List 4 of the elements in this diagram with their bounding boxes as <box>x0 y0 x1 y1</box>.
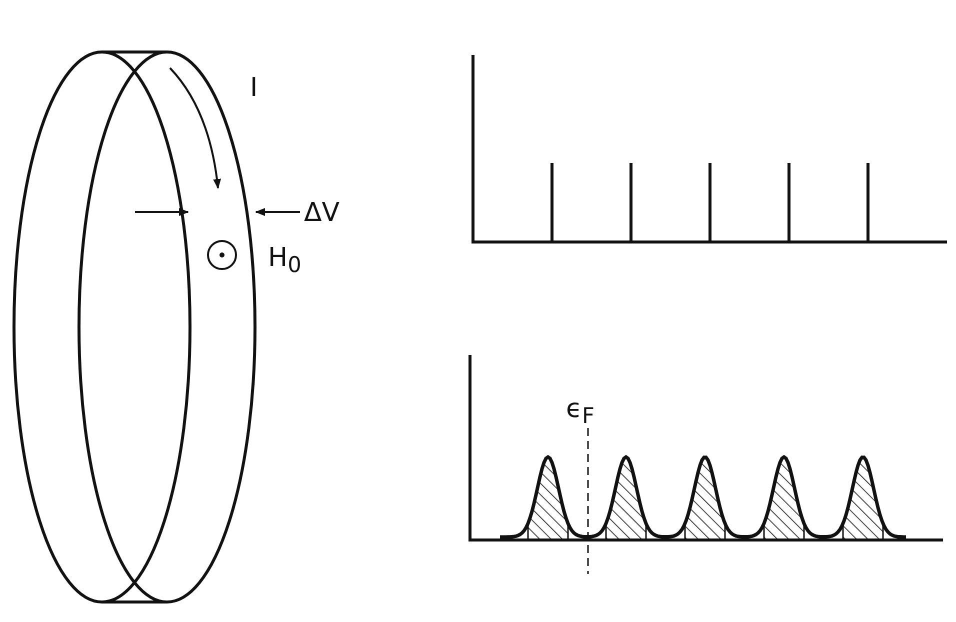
voltage-label: ΔV <box>304 200 340 226</box>
field-label: H$_{0}$ <box>268 245 302 277</box>
fermi-energy-label: ϵ$_{F}$ <box>566 396 594 428</box>
current-label: I <box>250 75 258 101</box>
